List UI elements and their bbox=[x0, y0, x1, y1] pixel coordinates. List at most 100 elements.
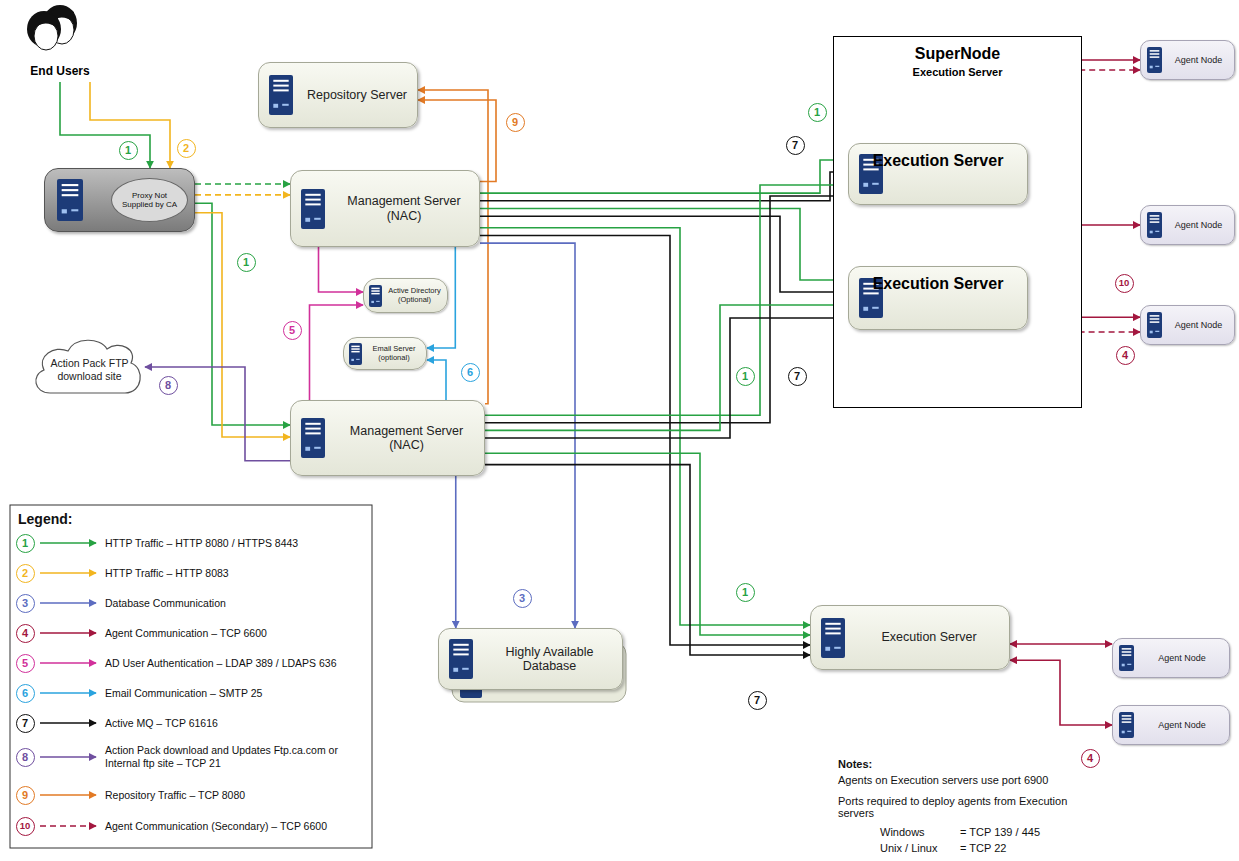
legend-text: Database Communication bbox=[105, 597, 367, 610]
node-label: Execution Server bbox=[849, 152, 1027, 170]
node-label: Active Directory (Optional) bbox=[386, 287, 443, 304]
server-icon bbox=[1119, 712, 1134, 738]
server-icon bbox=[1127, 664, 1131, 665]
server-icon bbox=[305, 198, 320, 200]
server-box: Active Directory (Optional) bbox=[363, 278, 448, 313]
server-icon bbox=[62, 194, 79, 196]
node-label: Proxy Not Supplied by CA bbox=[120, 191, 179, 209]
server-icon bbox=[376, 300, 380, 301]
server-icon bbox=[349, 343, 362, 365]
note-text: Agents on Execution servers use port 690… bbox=[838, 774, 1048, 786]
callout-number: 3 bbox=[16, 594, 35, 613]
server-icon bbox=[269, 75, 293, 115]
agent-box: Agent Node bbox=[1140, 205, 1235, 245]
legend-sample bbox=[40, 825, 96, 827]
legend-title: Legend: bbox=[18, 511, 72, 527]
connector bbox=[195, 213, 290, 437]
connector bbox=[455, 476, 457, 628]
callout-number: 2 bbox=[177, 139, 196, 158]
server-icon bbox=[1127, 731, 1131, 732]
text-block: Agent Node bbox=[1139, 641, 1225, 675]
node-label: Management Server (NAC) bbox=[335, 194, 473, 223]
server-icon bbox=[351, 345, 359, 347]
callout-number: 10 bbox=[16, 817, 35, 836]
callout-number: 1 bbox=[119, 141, 138, 160]
callout-number: 2 bbox=[16, 564, 35, 583]
server-icon bbox=[1122, 651, 1132, 653]
server-icon bbox=[301, 189, 325, 229]
server-icon bbox=[1155, 66, 1159, 67]
connector bbox=[319, 247, 364, 292]
server-icon bbox=[453, 653, 468, 655]
node-label: Agent Node bbox=[1158, 720, 1206, 730]
server-icon bbox=[863, 292, 878, 294]
server-icon bbox=[1147, 312, 1162, 338]
text-block: Execution Server bbox=[849, 275, 1027, 326]
callout-number: 1 bbox=[736, 583, 755, 602]
server-box: Execution Server bbox=[810, 605, 1010, 670]
server-icon bbox=[1122, 718, 1132, 720]
user-icon bbox=[32, 13, 58, 30]
server-icon bbox=[282, 104, 288, 106]
node-label: Execution Server bbox=[849, 275, 1027, 293]
text-block: Repository Server bbox=[303, 66, 411, 124]
server-box: Execution Server bbox=[848, 266, 1028, 330]
server-icon bbox=[1150, 315, 1160, 317]
server-icon bbox=[1122, 664, 1125, 667]
server-icon bbox=[1122, 715, 1132, 717]
server-icon bbox=[1147, 47, 1162, 73]
callout-number: 6 bbox=[16, 684, 35, 703]
callout-number: 7 bbox=[788, 367, 807, 386]
callout-number: 7 bbox=[16, 714, 35, 733]
server-icon bbox=[1150, 50, 1160, 52]
node-label: Action Pack FTP download site bbox=[44, 357, 135, 381]
server-icon bbox=[1150, 231, 1153, 234]
server-icon bbox=[825, 622, 840, 624]
server-icon bbox=[1147, 47, 1162, 73]
user-icon bbox=[18, 2, 88, 60]
server-icon bbox=[305, 432, 320, 434]
server-icon bbox=[351, 358, 354, 360]
connector bbox=[90, 82, 170, 168]
node-label: Agent Node bbox=[1175, 55, 1223, 65]
group-box: SuperNodeExecution ServerExecution Serve… bbox=[833, 36, 1082, 408]
server-box: Execution Server bbox=[848, 143, 1028, 205]
server-icon bbox=[305, 423, 320, 425]
server-icon bbox=[1155, 231, 1159, 232]
node-label: Execution Server bbox=[881, 630, 976, 644]
callout-number: 6 bbox=[461, 363, 480, 382]
server-icon bbox=[825, 632, 840, 634]
connector bbox=[427, 360, 446, 400]
server-icon bbox=[371, 287, 379, 289]
text-block: Execution Server bbox=[855, 609, 1003, 666]
cloud-outline bbox=[36, 340, 140, 393]
connector bbox=[480, 243, 575, 628]
server-icon bbox=[305, 447, 310, 451]
server-icon bbox=[273, 80, 288, 82]
server-icon bbox=[863, 307, 868, 311]
server-icon bbox=[369, 285, 382, 307]
node-label: Agent Node bbox=[1158, 653, 1206, 663]
legend-text: Email Communication – SMTP 25 bbox=[105, 687, 367, 700]
legend-text: HTTP Traffic – HTTP 8080 / HTTPS 8443 bbox=[105, 537, 367, 550]
text-block: Agent Node bbox=[1139, 708, 1225, 742]
server-icon bbox=[1147, 212, 1162, 238]
cloud-shape: Action Pack FTP download site bbox=[30, 335, 145, 400]
legend-text: Repository Traffic – TCP 8080 bbox=[105, 789, 367, 802]
server-icon bbox=[62, 184, 79, 186]
server-icon bbox=[1155, 331, 1159, 332]
callout-number: 1 bbox=[237, 253, 256, 272]
connector bbox=[195, 183, 290, 185]
server-icon bbox=[301, 418, 325, 458]
server-icon bbox=[1122, 648, 1132, 650]
callout-number: 1 bbox=[808, 103, 827, 122]
legend-frame bbox=[10, 505, 372, 848]
server-icon bbox=[71, 209, 78, 211]
server-icon bbox=[821, 618, 845, 658]
connector bbox=[485, 318, 848, 438]
server-icon bbox=[269, 75, 293, 115]
server-icon bbox=[453, 649, 468, 651]
server-icon bbox=[273, 104, 278, 108]
server-icon bbox=[305, 428, 320, 430]
legend-text: AD User Authentication – LDAP 389 / LDAP… bbox=[105, 657, 367, 670]
